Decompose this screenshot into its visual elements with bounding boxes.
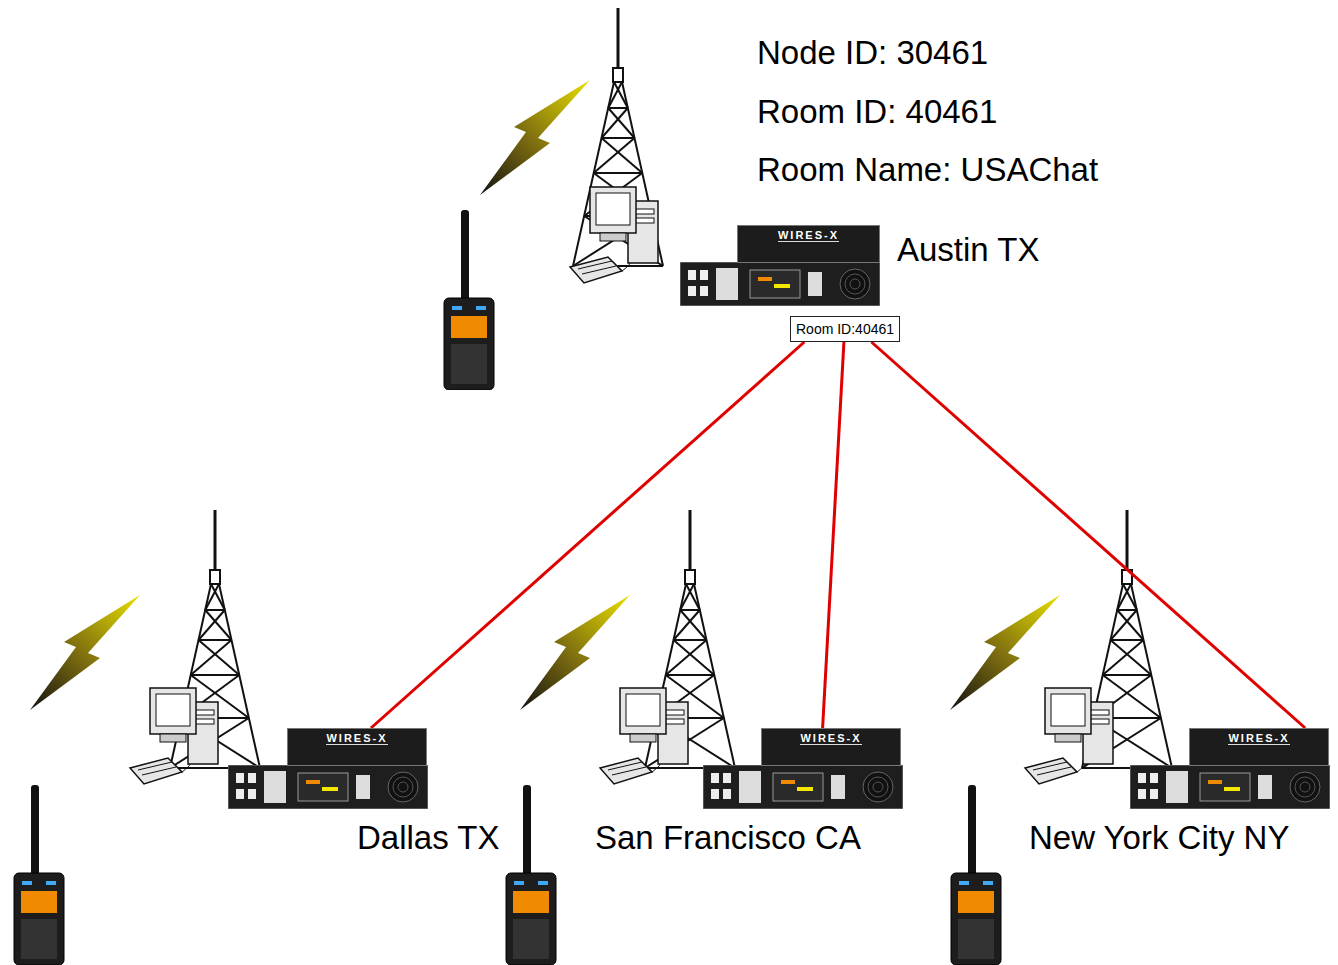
wires-x-panel: WIRES-X xyxy=(1189,728,1329,766)
device-brand: WIRES-X xyxy=(326,732,387,745)
device-brand: WIRES-X xyxy=(1228,732,1289,745)
internet-link xyxy=(871,342,1305,728)
node-id: Node ID: 30461 xyxy=(757,33,988,73)
city-name: San Francisco CA xyxy=(595,818,861,858)
room-id: Room ID: 40461 xyxy=(757,92,997,132)
room-id-text: Room ID:40461 xyxy=(796,321,894,337)
room-id-box: Room ID:40461 xyxy=(790,316,900,342)
device-brand: WIRES-X xyxy=(778,229,839,242)
city-name: New York City NY xyxy=(1029,818,1289,858)
wires-x-panel: WIRES-X xyxy=(761,728,901,766)
device-brand: WIRES-X xyxy=(800,732,861,745)
city-name: Dallas TX xyxy=(357,818,499,858)
room-name: Room Name: USAChat xyxy=(757,150,1098,190)
internet-link xyxy=(823,342,844,728)
wires-x-panel: WIRES-X xyxy=(737,225,880,263)
internet-link xyxy=(371,342,804,728)
city-name: Austin TX xyxy=(897,230,1039,270)
wires-x-panel: WIRES-X xyxy=(287,728,427,766)
